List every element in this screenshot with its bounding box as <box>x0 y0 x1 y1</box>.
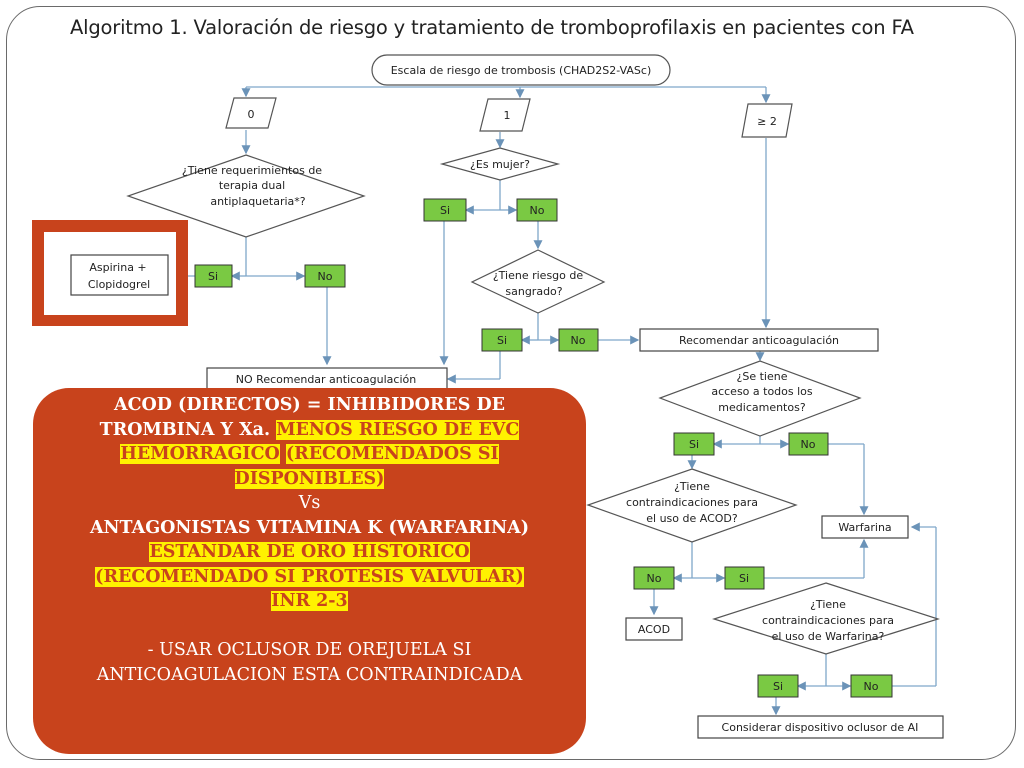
no-recommend-anticoagulation-box: NO Recomendar anticoagulación <box>206 367 448 391</box>
no-box-bleed: No <box>558 328 599 352</box>
svg-text:Si: Si <box>440 204 450 217</box>
callout-blank <box>45 614 574 639</box>
svg-text:No: No <box>647 572 662 585</box>
svg-text:el uso de ACOD?: el uso de ACOD? <box>646 512 738 525</box>
svg-text:¿Se tiene: ¿Se tiene <box>737 370 788 383</box>
svg-text:¿Tiene: ¿Tiene <box>810 598 846 611</box>
callout-highlight-less-risk: MENOS RIESGO DE EVC <box>276 419 520 440</box>
svg-text:sangrado?: sangrado? <box>505 285 562 298</box>
svg-text:No: No <box>864 680 879 693</box>
acod-box: ACOD <box>625 617 683 641</box>
no-box-warfarin: No <box>850 674 893 698</box>
callout-line-3: HEMORRAGICO (RECOMENDADOS SI <box>120 444 499 464</box>
svg-text:Si: Si <box>208 270 218 283</box>
svg-text:¿Tiene riesgo de: ¿Tiene riesgo de <box>493 269 584 282</box>
page-title: Algoritmo 1. Valoración de riesgo y trat… <box>70 16 914 39</box>
yes-box-bleed: Si <box>481 328 523 352</box>
callout-line-2: TROMBINA Y Xa. MENOS RIESGO DE EVC <box>99 419 520 440</box>
svg-text:No: No <box>571 334 586 347</box>
score-1-shape: 1 <box>479 98 531 132</box>
svg-text:Aspirina +: Aspirina + <box>89 261 146 274</box>
svg-text:Si: Si <box>739 572 749 585</box>
callout-line-4: DISPONIBLES) <box>234 468 385 489</box>
svg-text:No: No <box>530 204 545 217</box>
svg-text:No: No <box>801 438 816 451</box>
svg-text:el uso de Warfarina?: el uso de Warfarina? <box>772 630 885 643</box>
callout-line-8: INR 2-3 <box>271 591 348 611</box>
svg-text:ACOD: ACOD <box>638 623 670 636</box>
yes-box-warfarin: Si <box>757 674 799 698</box>
svg-text:Clopidogrel: Clopidogrel <box>88 278 150 291</box>
yes-box-access: Si <box>673 432 715 456</box>
callout-line-9: - USAR OCLUSOR DE OREJUELA SI <box>147 640 472 660</box>
svg-text:terapia dual: terapia dual <box>219 179 285 192</box>
bleeding-risk-decision: ¿Tiene riesgo de sangrado? <box>470 249 606 314</box>
svg-text:Considerar dispositivo oclusor: Considerar dispositivo oclusor de AI <box>722 721 919 734</box>
occluder-device-box: Considerar dispositivo oclusor de AI <box>697 715 944 739</box>
warfarin-box: Warfarina <box>821 515 909 539</box>
callout-line-5: ANTAGONISTAS VITAMINA K (WARFARINA) <box>89 517 530 538</box>
warfarin-contraindication-decision: ¿Tiene contraindicaciones para el uso de… <box>712 582 940 655</box>
connector-lines <box>170 86 937 716</box>
svg-text:NO Recomendar anticoagulación: NO Recomendar anticoagulación <box>236 373 416 386</box>
svg-text:Si: Si <box>689 438 699 451</box>
svg-text:acceso a todos los: acceso a todos los <box>711 385 813 398</box>
svg-text:Escala de riesgo de trombosis: Escala de riesgo de trombosis (CHAD2S2-V… <box>391 64 652 77</box>
callout-line-10: ANTICOAGULACION ESTA CONTRAINDICADA <box>96 664 523 685</box>
svg-text:Recomendar anticoagulación: Recomendar anticoagulación <box>679 334 839 347</box>
yes-box-woman: Si <box>423 198 467 222</box>
svg-text:contraindicaciones para: contraindicaciones para <box>762 614 894 627</box>
callout-line-1: ACOD (DIRECTOS) = INHIBIDORES DE <box>114 395 505 415</box>
svg-text:No: No <box>318 270 333 283</box>
yes-box-dual: Si <box>194 264 233 288</box>
score-2-shape: ≥ 2 <box>741 103 793 138</box>
svg-text:≥ 2: ≥ 2 <box>757 115 777 128</box>
dual-antiplatelet-decision: ¿Tiene requerimientos de terapia dual an… <box>126 154 366 238</box>
svg-text:contraindicaciones para: contraindicaciones para <box>626 496 758 509</box>
svg-text:¿Tiene: ¿Tiene <box>674 480 710 493</box>
no-box-acod: No <box>633 566 675 590</box>
no-box-woman: No <box>516 198 558 222</box>
medication-access-decision: ¿Se tiene acceso a todos los medicamento… <box>658 360 862 437</box>
callout-line-6: ESTANDAR DE ORO HISTORICO <box>149 542 470 562</box>
is-woman-decision: ¿Es mujer? <box>439 147 561 181</box>
no-box-dual: No <box>304 264 346 288</box>
acod-vs-warfarin-callout: ACOD (DIRECTOS) = INHIBIDORES DE TROMBIN… <box>33 388 586 754</box>
yes-box-acod: Si <box>724 566 765 590</box>
svg-text:0: 0 <box>248 108 255 121</box>
recommend-anticoagulation-box: Recomendar anticoagulación <box>639 328 879 352</box>
svg-text:¿Es mujer?: ¿Es mujer? <box>470 158 530 171</box>
score-0-shape: 0 <box>225 97 277 129</box>
svg-text:antiplaquetaria*?: antiplaquetaria*? <box>210 195 305 208</box>
aspirin-clopidogrel-box: Aspirina + Clopidogrel <box>32 220 188 326</box>
svg-text:¿Tiene requerimientos de: ¿Tiene requerimientos de <box>182 164 322 177</box>
acod-contraindication-decision: ¿Tiene contraindicaciones para el uso de… <box>586 468 798 543</box>
callout-line-7: (RECOMENDADO SI PROTESIS VALVULAR) <box>95 566 524 587</box>
callout-vs: Vs <box>298 493 321 513</box>
svg-text:Warfarina: Warfarina <box>838 521 891 534</box>
no-box-access: No <box>788 432 829 456</box>
risk-scale-start: Escala de riesgo de trombosis (CHAD2S2-V… <box>371 54 671 86</box>
frame-gap-top <box>55 7 960 21</box>
svg-text:Si: Si <box>773 680 783 693</box>
svg-text:1: 1 <box>504 109 511 122</box>
svg-text:Si: Si <box>497 334 507 347</box>
svg-text:medicamentos?: medicamentos? <box>718 401 806 414</box>
